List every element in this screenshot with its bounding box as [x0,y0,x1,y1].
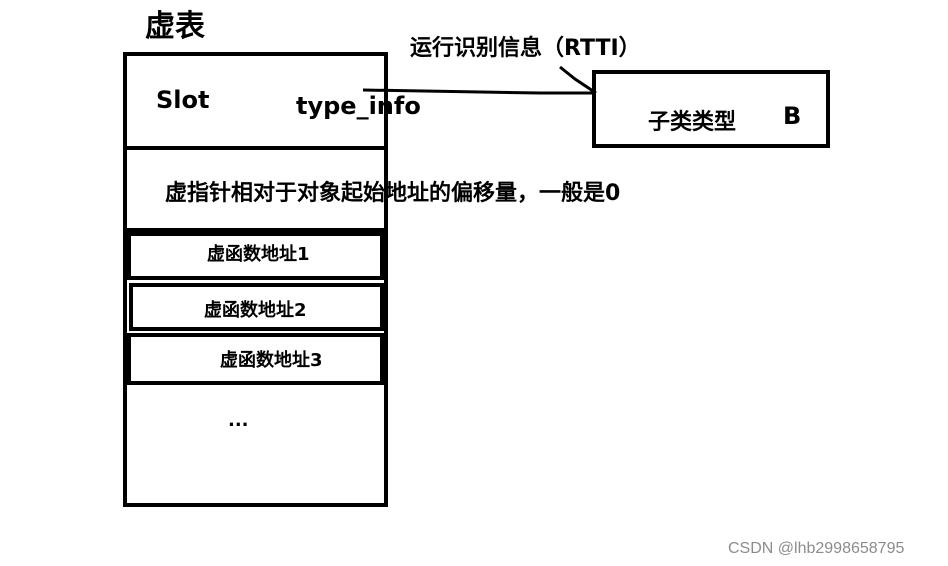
vfunc-entry-2: 虚函数地址2 [204,300,307,321]
watermark: CSDN @lhb2998658795 [728,540,905,557]
type-info-arrow-line [362,88,596,95]
vfunc-entry-2-box [129,283,384,331]
rtti-label-pointer [559,65,597,95]
rtti-type-label: 子类类型 [648,110,737,135]
rtti-label: 运行识别信息（RTTI） [410,36,641,61]
offset-description: 虚指针相对于对象起始地址的偏移量，一般是0 [165,181,621,206]
vfunc-entry-3: 虚函数地址3 [220,350,323,371]
rtti-type-box [592,70,830,148]
vfunc-ellipsis: ... [228,410,249,431]
vtable-title: 虚表 [145,9,205,44]
type-info-label: type_info [296,92,421,120]
rtti-type-value: B [783,102,802,130]
vfunc-entry-3-box [127,333,384,385]
slot-divider [123,146,388,150]
vfunc-entry-1: 虚函数地址1 [207,244,310,265]
slot-label: Slot [156,86,210,114]
vfunc-entry-1-box [127,232,384,280]
offset-divider [123,228,388,232]
